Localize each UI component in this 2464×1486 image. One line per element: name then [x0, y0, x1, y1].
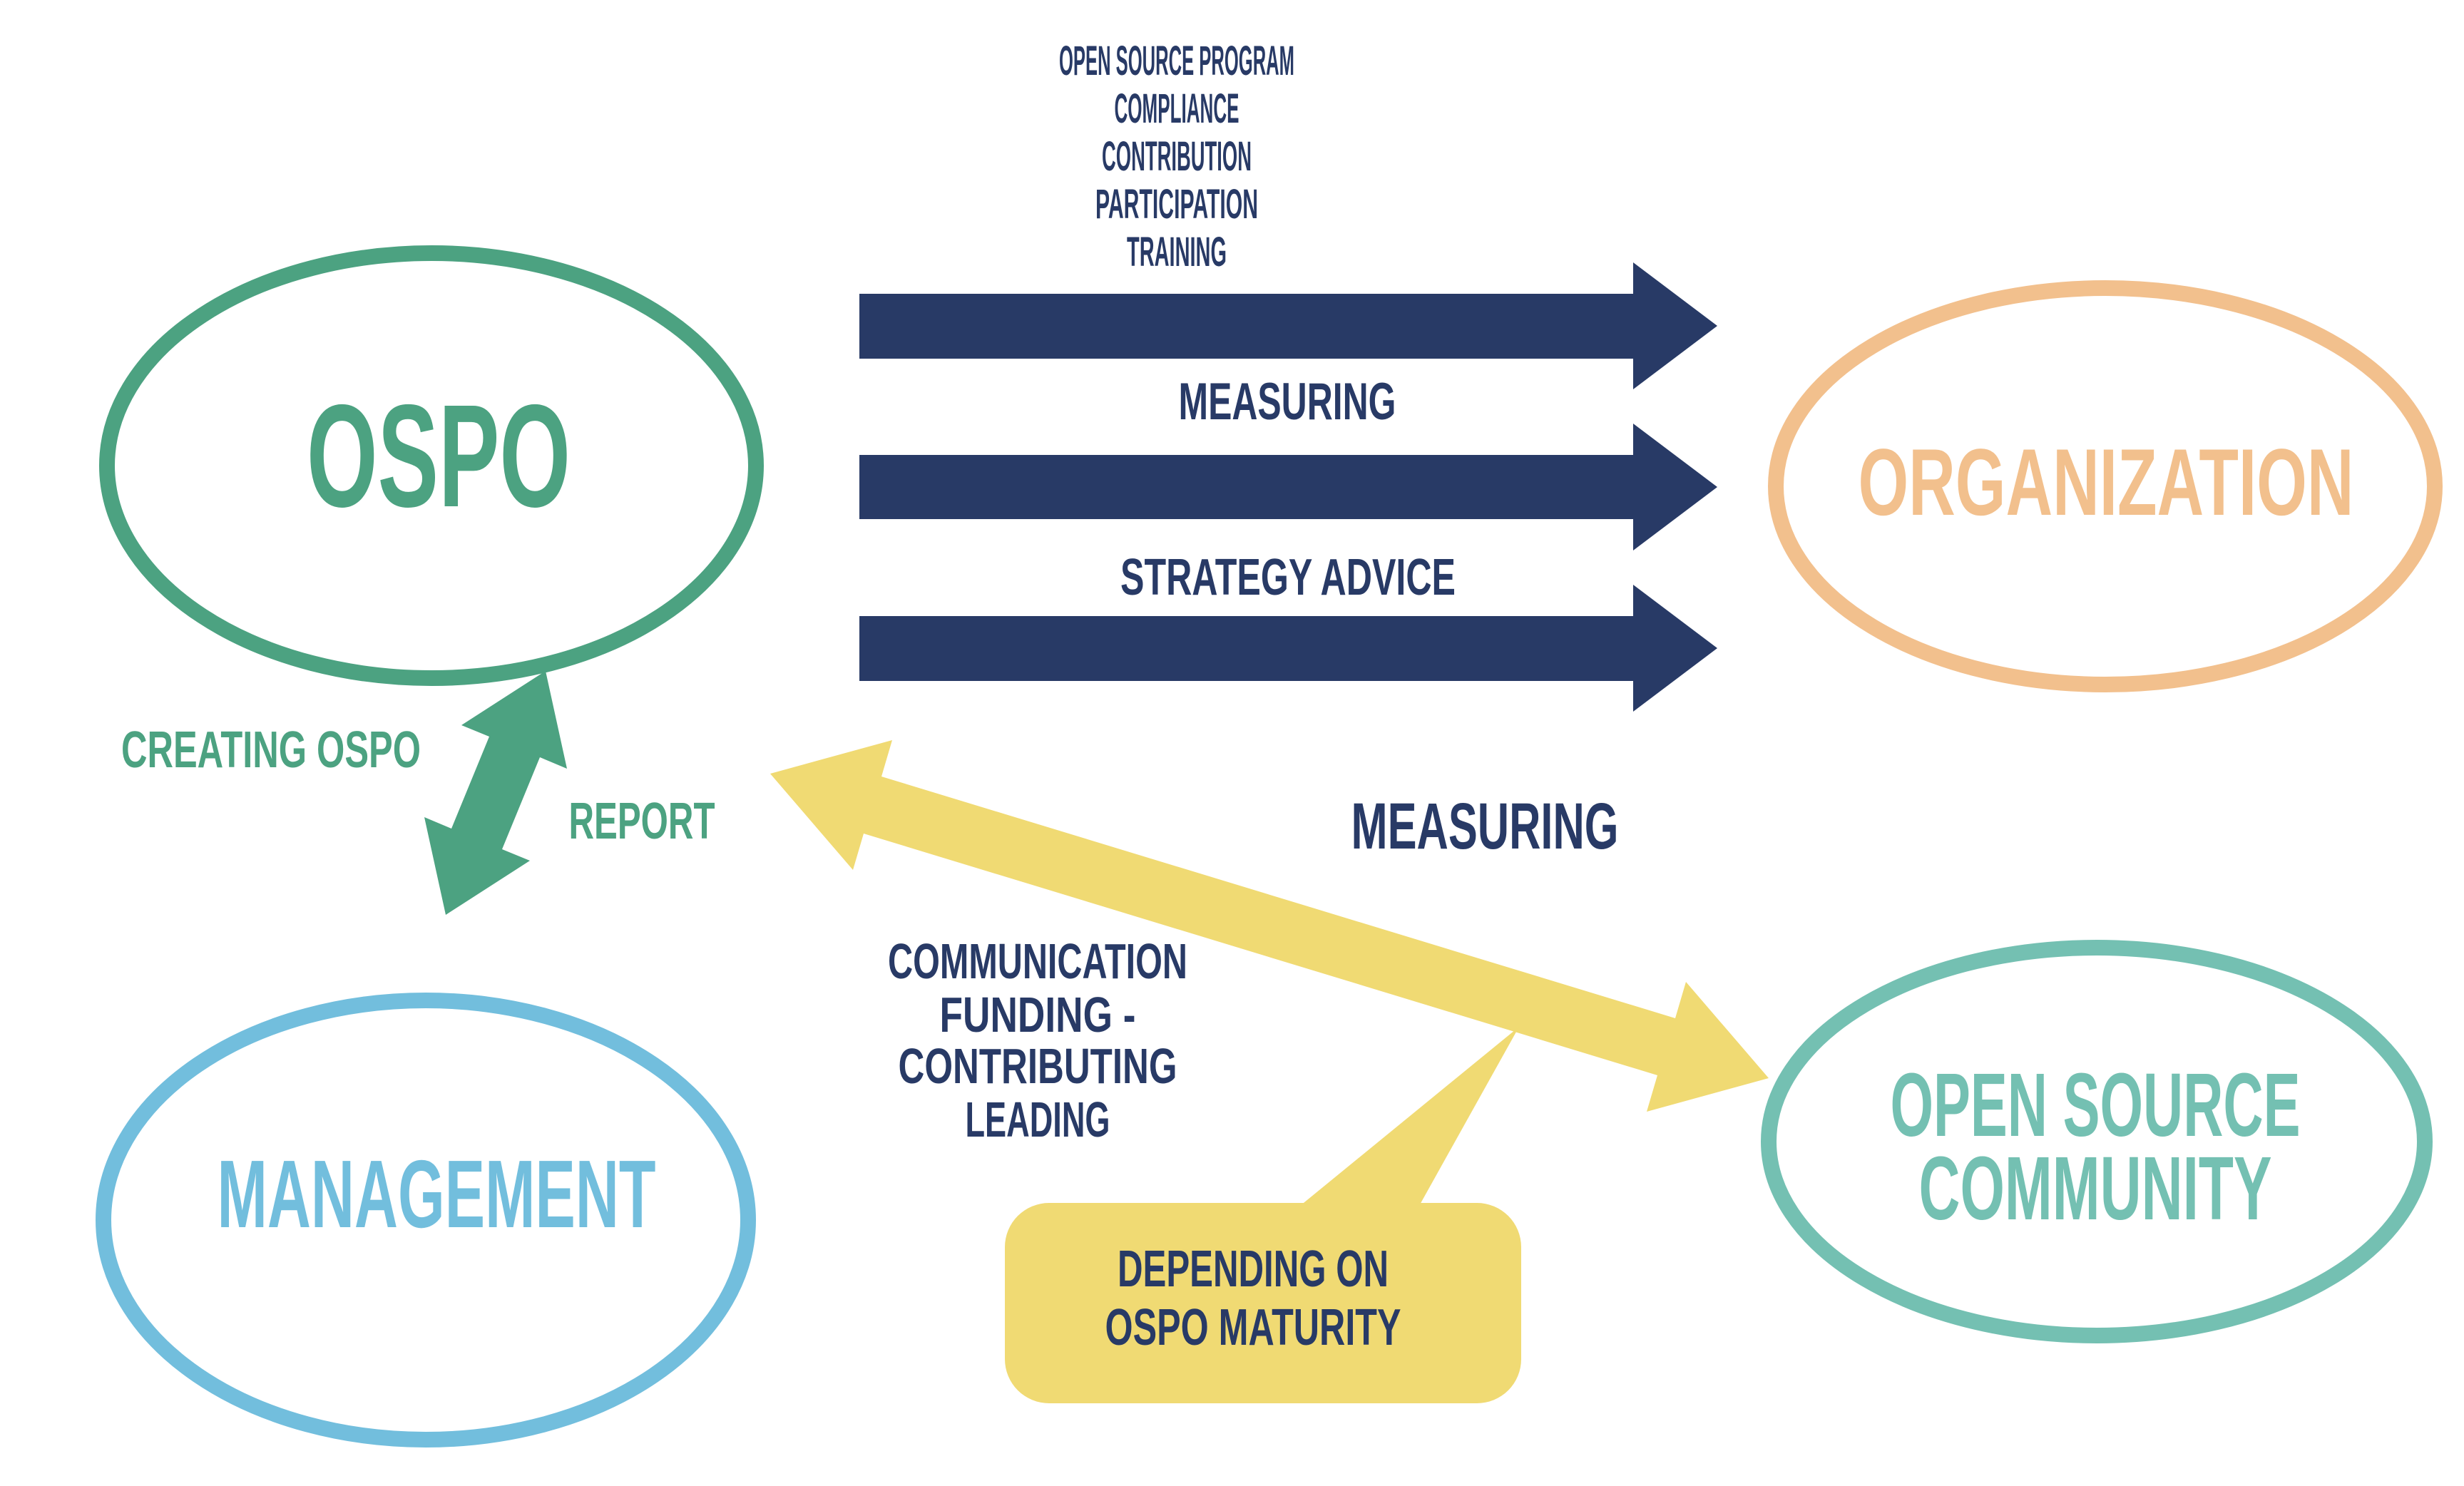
strategy-advice-label: STRATEGY ADVICE	[1120, 549, 1456, 606]
ospo-to-community-group: MEASURING COMMUNICATION FUNDING - CONTRI…	[770, 740, 1769, 1147]
service-label-compliance: COMPLIANCE	[1115, 86, 1239, 132]
organization-ellipse	[1768, 280, 2443, 692]
organization-label: ORGANIZATION	[1859, 430, 2354, 536]
flow-label-contributing: CONTRIBUTING	[899, 1038, 1177, 1094]
service-label-open-source-program: OPEN SOURCE PROGRAM	[1059, 38, 1294, 84]
yellow-double-arrow	[770, 740, 1769, 1112]
ospo-label: OSPO	[307, 374, 571, 538]
service-label-contribution: CONTRIBUTION	[1102, 133, 1252, 180]
flow-label-leading: LEADING	[966, 1092, 1110, 1147]
service-label-participation: PARTICIPATION	[1095, 181, 1258, 227]
node-management: MANAGEMENT	[96, 993, 756, 1447]
management-ellipse	[96, 993, 756, 1447]
node-ospo: OSPO	[99, 245, 764, 686]
ospo-ellipse	[99, 245, 764, 686]
community-label-line1: OPEN SOURCE	[1891, 1055, 2301, 1155]
navy-arrow-3	[859, 585, 1717, 712]
navy-arrow-1	[859, 262, 1717, 389]
community-ellipse	[1761, 940, 2433, 1343]
ospo-to-management-group: CREATING OSPO REPORT	[121, 671, 715, 915]
service-label-training: TRAINING	[1127, 229, 1227, 275]
callout-line1: DEPENDING ON	[1118, 1241, 1389, 1298]
flow-label-communication: COMMUNICATION	[888, 933, 1187, 989]
report-label: REPORT	[569, 793, 715, 850]
callout-tail	[1292, 1027, 1519, 1212]
callout-line2: OSPO MATURITY	[1105, 1299, 1401, 1356]
flow-label-funding: FUNDING -	[940, 987, 1136, 1042]
node-open-source-community: OPEN SOURCE COMMUNITY	[1761, 940, 2433, 1343]
navy-arrow-2	[859, 424, 1717, 550]
green-double-arrow	[424, 671, 567, 915]
callout-bubble	[1005, 1203, 1521, 1403]
ospo-to-organization-group: OPEN SOURCE PROGRAM COMPLIANCE CONTRIBUT…	[859, 38, 1717, 712]
creating-ospo-label: CREATING OSPO	[121, 722, 421, 779]
maturity-callout: DEPENDING ON OSPO MATURITY	[1005, 1027, 1521, 1403]
measuring-organization-label: MEASURING	[1179, 373, 1396, 431]
measuring-community-label: MEASURING	[1351, 790, 1619, 863]
management-label: MANAGEMENT	[218, 1140, 656, 1248]
node-organization: ORGANIZATION	[1768, 280, 2443, 692]
community-label-line2: COMMUNITY	[1919, 1138, 2272, 1239]
